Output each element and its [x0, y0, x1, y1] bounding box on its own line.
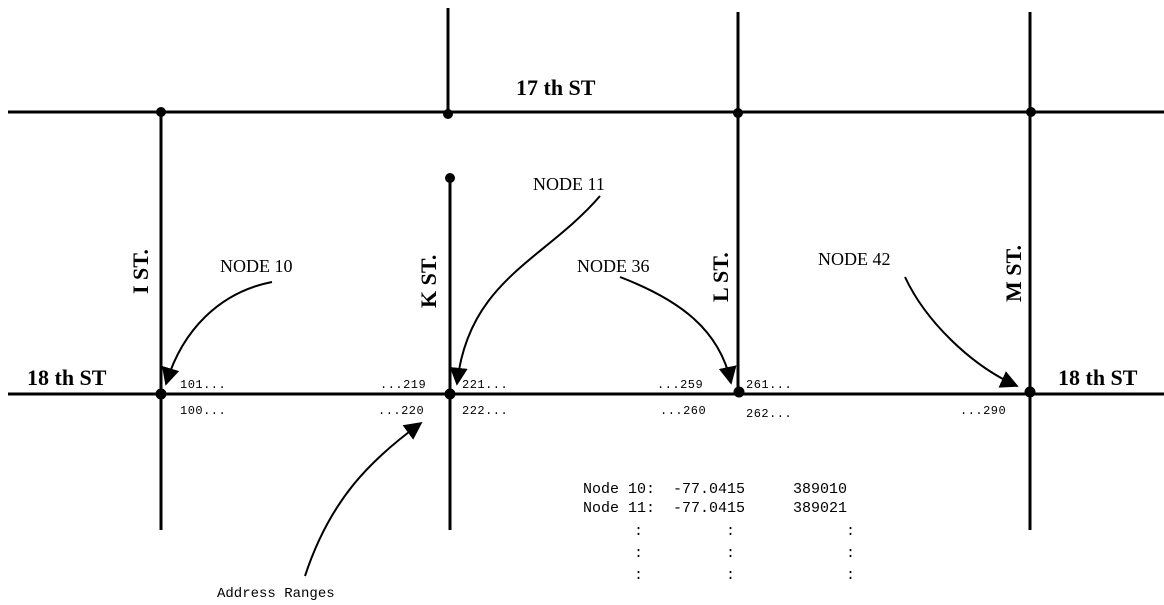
table-node-label: Node 11: [583, 500, 655, 517]
table-latitude: 389010 [793, 481, 847, 498]
node-dot [445, 173, 455, 183]
street-label-18th-right: 18 th ST [1058, 365, 1138, 390]
address-range-end: ...259 [657, 378, 703, 392]
table-ellipsis: : [634, 567, 643, 584]
table-longitude: -77.0415 [673, 500, 745, 517]
address-range-end: ...219 [380, 378, 426, 392]
arrow-address-ranges [304, 421, 423, 577]
node-label-11: NODE 11 [533, 174, 605, 194]
address-range-start: 261... [746, 378, 792, 392]
address-range-start: 262... [746, 407, 792, 421]
arrow-node-11 [449, 195, 601, 386]
address-ranges-label: Address Ranges [217, 586, 335, 602]
node-coordinate-table: Node 10: -77.0415 389010 Node 11: -77.04… [583, 481, 855, 584]
arrow-node-36 [619, 276, 737, 385]
arrow-node-42 [904, 276, 1019, 388]
node-dot-36 [733, 386, 745, 398]
node-label-42: NODE 42 [818, 249, 891, 269]
node-dot [733, 108, 743, 118]
node-dot-42 [1024, 386, 1036, 398]
node-dot-11 [444, 388, 456, 400]
table-ellipsis: : [846, 567, 855, 584]
address-range-end: ...220 [378, 404, 424, 418]
node-dot-10 [155, 388, 167, 400]
table-node-label: Node 10: [583, 481, 655, 498]
table-longitude: -77.0415 [673, 481, 745, 498]
table-ellipsis: : [726, 523, 735, 540]
arrow-node-10 [161, 281, 273, 386]
node-label-36: NODE 36 [577, 256, 650, 276]
address-range-start: 221... [462, 378, 508, 392]
street-label-l: L ST. [708, 252, 733, 302]
address-range-end: ...290 [960, 404, 1006, 418]
node-dot [443, 109, 453, 119]
address-range-start: 100... [180, 404, 226, 418]
table-ellipsis: : [846, 523, 855, 540]
street-label-17th: 17 th ST [516, 75, 596, 100]
table-latitude: 389021 [793, 500, 847, 517]
address-range-start: 222... [462, 404, 508, 418]
street-label-m: M ST. [1001, 245, 1026, 302]
node-dot [1026, 107, 1036, 117]
node-label-10: NODE 10 [220, 256, 293, 276]
table-ellipsis: : [634, 545, 643, 562]
table-ellipsis: : [726, 567, 735, 584]
address-range-start: 101... [180, 378, 226, 392]
address-range-end: ...260 [660, 404, 706, 418]
table-ellipsis: : [726, 545, 735, 562]
node-dot [156, 107, 166, 117]
street-label-k: K ST. [416, 255, 441, 308]
street-label-18th-left: 18 th ST [27, 365, 107, 390]
street-label-i: I ST. [128, 249, 153, 294]
table-ellipsis: : [634, 523, 643, 540]
table-ellipsis: : [846, 545, 855, 562]
